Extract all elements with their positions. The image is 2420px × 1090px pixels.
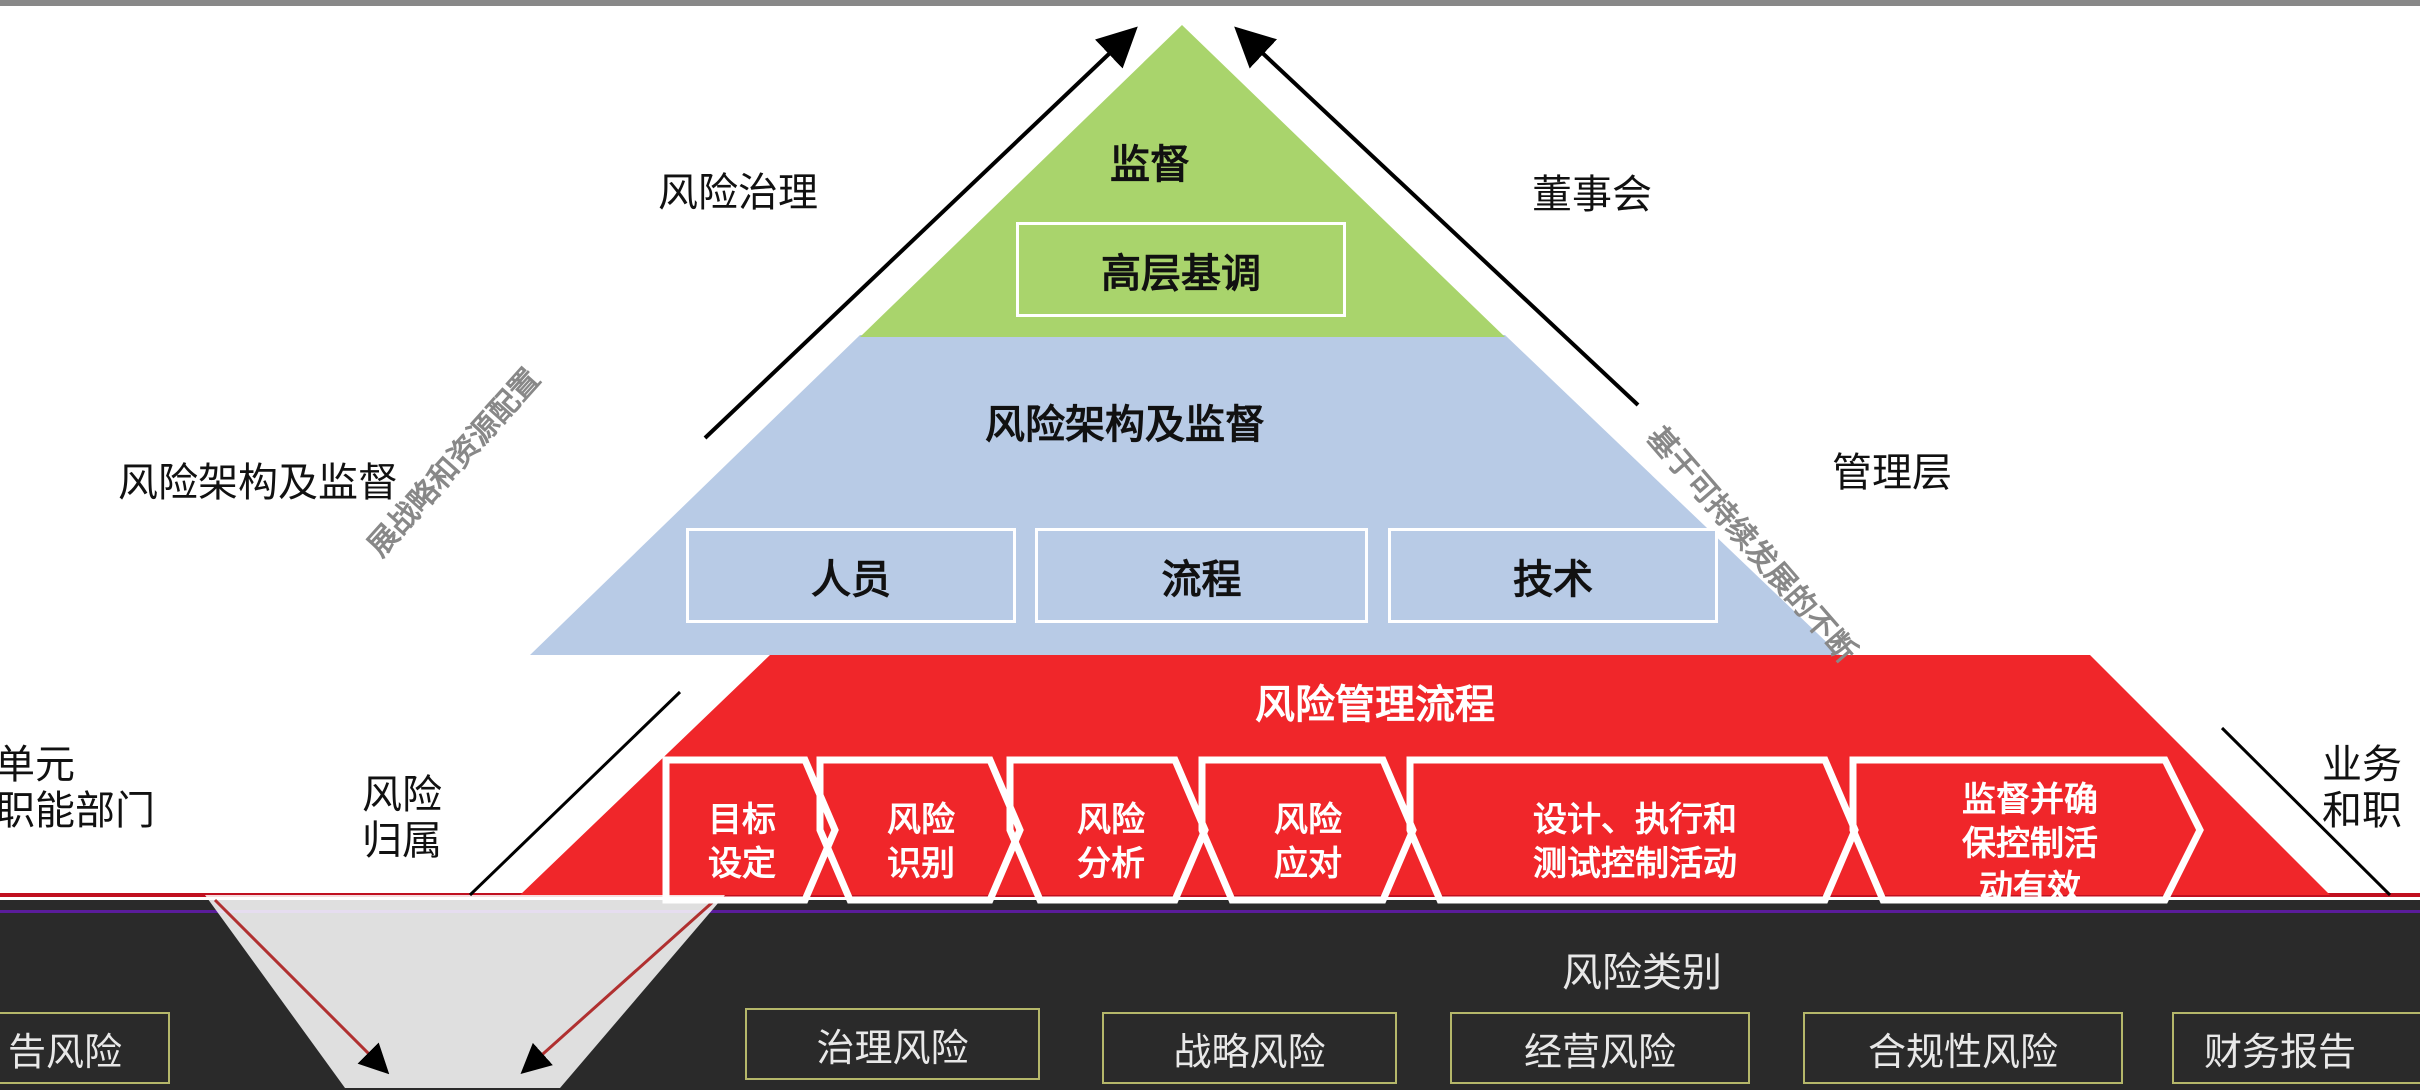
right-outer-label: 业务 和职 [2322, 742, 2402, 834]
step-risk-analysis: 风险 分析 [1036, 798, 1186, 886]
step-control-activities: 设计、执行和 测试控制活动 [1440, 798, 1830, 886]
step-line: 分析 [1077, 844, 1145, 884]
process-chevrons [662, 756, 2204, 904]
risk-category-title: 风险类别 [1562, 950, 1722, 996]
risk-architecture-label: 风险架构及监督 [118, 460, 398, 506]
step-line: 应对 [1274, 844, 1342, 884]
step-line: 监督并确 [1962, 780, 2098, 820]
left-connector-line [468, 690, 682, 897]
technology-box: 技术 [1388, 528, 1718, 623]
left-outer-line: 单元 [0, 742, 75, 788]
step-objective-setting: 目标 设定 [672, 798, 812, 886]
category-governance-risk: 治理风险 [745, 1008, 1040, 1080]
category-compliance-risk: 合规性风险 [1803, 1012, 2123, 1084]
process-box: 流程 [1035, 528, 1368, 623]
step-line: 测试控制活动 [1533, 844, 1737, 884]
category-operational-risk: 经营风险 [1450, 1012, 1750, 1084]
top-border-strip [0, 0, 2420, 6]
right-arrow [1234, 26, 1640, 407]
category-financial-reporting: 财务报告 [2172, 1012, 2420, 1084]
step-risk-identification: 风险 识别 [846, 798, 996, 886]
step-risk-response: 风险 应对 [1228, 798, 1388, 886]
right-outer-line: 业务 [2322, 742, 2402, 788]
step-line: 设计、执行和 [1533, 800, 1737, 840]
management-label: 管理层 [1832, 450, 1952, 496]
risk-ownership-line: 归属 [362, 818, 442, 864]
step-line: 风险 [1274, 800, 1342, 840]
risk-ownership-line: 风险 [362, 772, 442, 818]
tone-at-the-top-box: 高层基调 [1016, 222, 1346, 317]
people-box: 人员 [686, 528, 1016, 623]
step-line: 动有效 [1979, 868, 2081, 908]
step-line: 识别 [887, 844, 955, 884]
step-line: 目标 [708, 800, 776, 840]
left-outer-label: 单元 职能部门 [0, 742, 155, 834]
right-outer-line: 和职 [2322, 788, 2402, 834]
left-outer-line: 职能部门 [0, 788, 155, 834]
top-title: 监督 [1110, 142, 1190, 188]
step-line: 风险 [1077, 800, 1145, 840]
category-strategic-risk: 战略风险 [1102, 1012, 1397, 1084]
step-line: 风险 [887, 800, 955, 840]
partial-category-box: 告风险 [0, 1012, 170, 1084]
process-trapezoid [520, 655, 2330, 895]
right-connector-line [2220, 726, 2392, 897]
glitch-line [0, 910, 2420, 913]
process-title: 风险管理流程 [1255, 682, 1495, 728]
step-line: 保控制活 [1962, 824, 2098, 864]
funnel-arrow-left [213, 898, 390, 1075]
step-line: 设定 [708, 844, 776, 884]
step-monitoring: 监督并确 保控制活 动有效 [1885, 778, 2175, 910]
board-label: 董事会 [1532, 172, 1652, 218]
funnel-shape [205, 895, 725, 1088]
risk-governance-label: 风险治理 [658, 170, 818, 216]
risk-ownership-label: 风险 归属 [362, 772, 442, 864]
funnel-arrow-right [520, 898, 717, 1075]
left-arrow [703, 26, 1138, 440]
middle-title: 风险架构及监督 [985, 402, 1265, 448]
